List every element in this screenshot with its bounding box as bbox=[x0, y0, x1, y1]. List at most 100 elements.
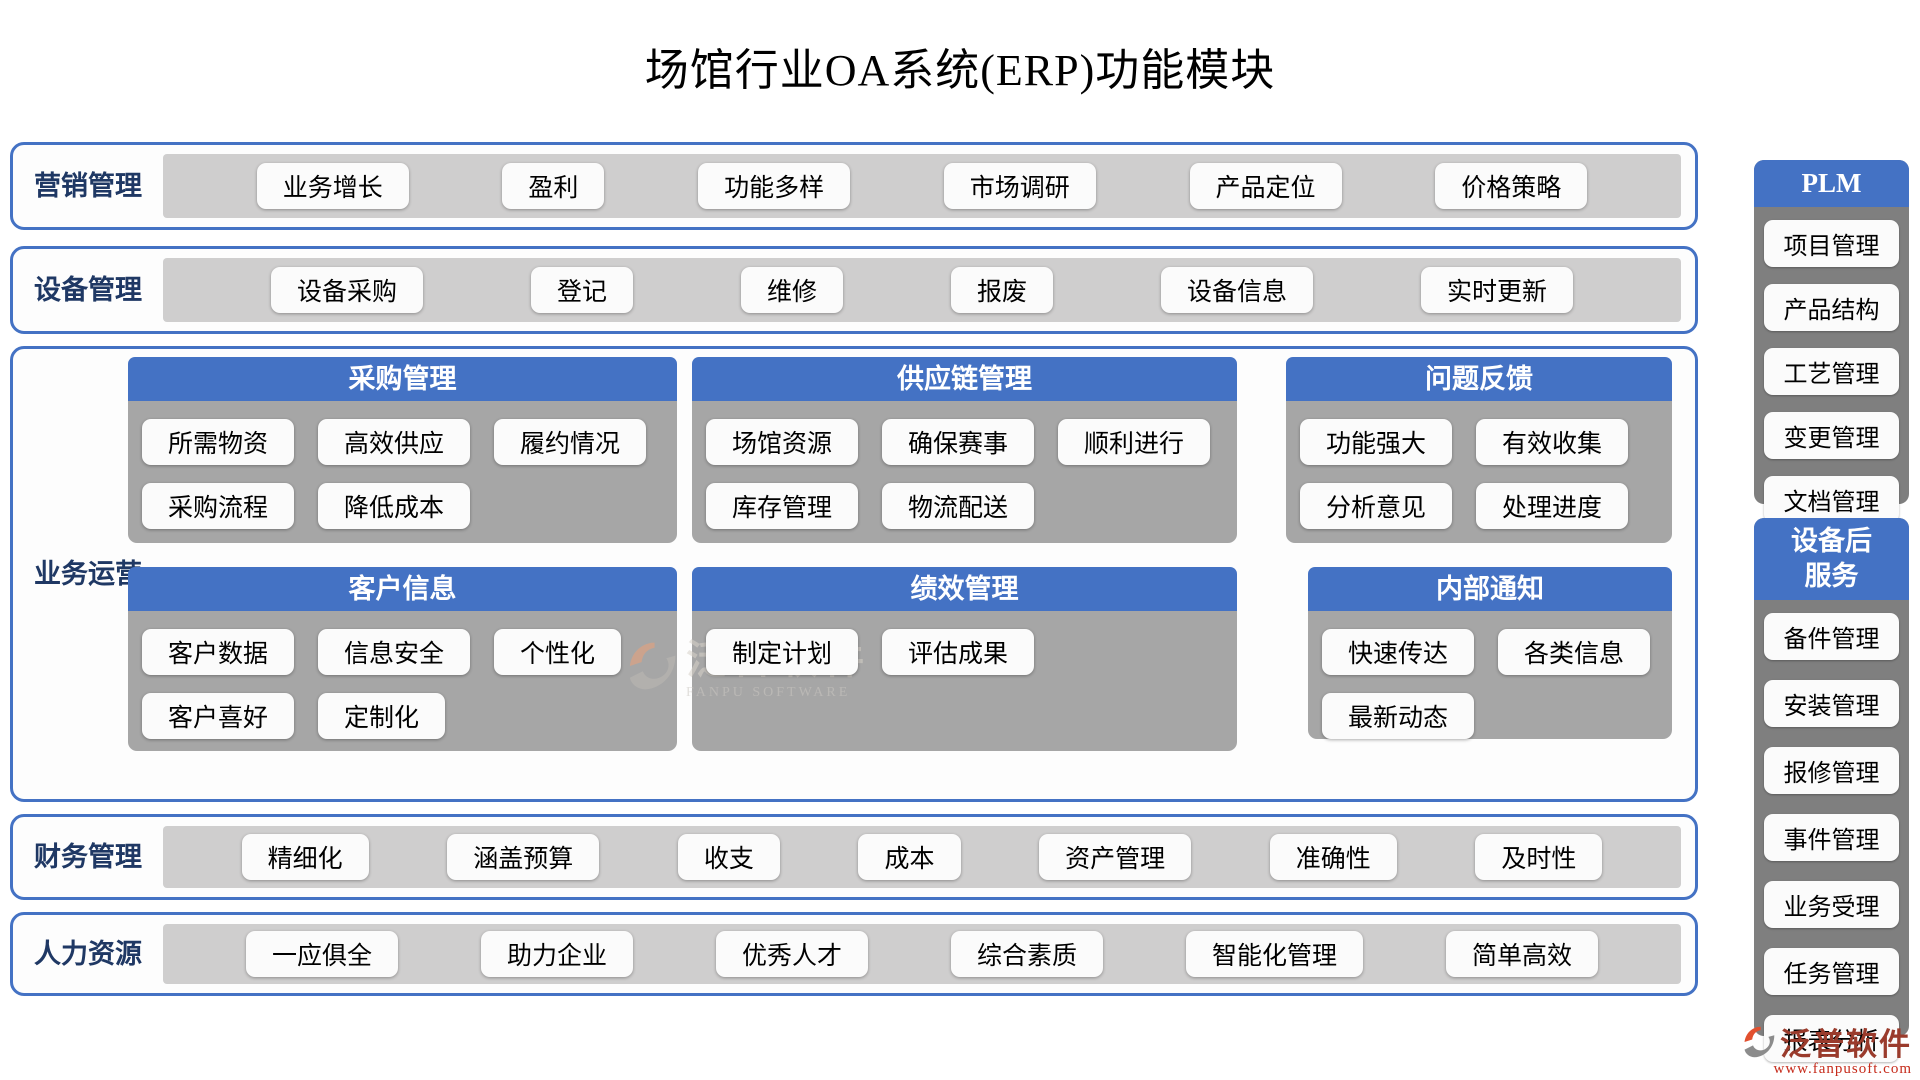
panel-supply-chain-management: 供应链管理 场馆资源 确保赛事 顺利进行 库存管理 物流配送 bbox=[692, 357, 1237, 543]
panel-title: 客户信息 bbox=[128, 567, 677, 611]
module-chip: 降低成本 bbox=[318, 483, 471, 529]
finance-management-row: 财务管理 精细化 涵盖预算 收支 成本 资产管理 准确性 及时性 bbox=[10, 814, 1698, 900]
module-chip: 客户喜好 bbox=[142, 693, 295, 739]
panel-body: 功能强大 有效收集 分析意见 处理进度 bbox=[1286, 401, 1672, 543]
module-chip: 个性化 bbox=[494, 629, 622, 675]
module-chip: 成本 bbox=[858, 834, 961, 880]
module-chip: 备件管理 bbox=[1764, 613, 1899, 661]
marketing-management-row: 营销管理 业务增长 盈利 功能多样 市场调研 产品定位 价格策略 bbox=[10, 142, 1698, 230]
plm-panel-title: PLM bbox=[1754, 160, 1909, 208]
after-service-title-line1: 设备后 bbox=[1791, 526, 1872, 556]
fanpu-swoosh-icon bbox=[1744, 1026, 1775, 1057]
module-chip: 制定计划 bbox=[706, 629, 859, 675]
module-chip: 市场调研 bbox=[943, 163, 1096, 209]
panel-title: 供应链管理 bbox=[692, 357, 1237, 401]
panel-internal-notice: 内部通知 快速传达 各类信息 最新动态 bbox=[1308, 567, 1672, 739]
module-chip: 变更管理 bbox=[1764, 412, 1899, 460]
after-service-panel-body: 备件管理 安装管理 报修管理 事件管理 业务受理 任务管理 报表分析 bbox=[1754, 600, 1909, 1075]
panel-procurement-management: 采购管理 所需物资 高效供应 履约情况 采购流程 降低成本 bbox=[128, 357, 677, 543]
module-chip: 及时性 bbox=[1475, 834, 1603, 880]
module-chip: 智能化管理 bbox=[1185, 931, 1363, 977]
fanpu-logo: 泛普软件 www.fanpusoft.com bbox=[1742, 1019, 1912, 1078]
module-chip: 文档管理 bbox=[1764, 476, 1899, 524]
panel-body: 所需物资 高效供应 履约情况 采购流程 降低成本 bbox=[128, 401, 677, 543]
module-chip: 高效供应 bbox=[318, 419, 471, 465]
equipment-strip: 设备采购 登记 维修 报废 设备信息 实时更新 bbox=[163, 258, 1681, 322]
module-chip: 功能强大 bbox=[1300, 419, 1453, 465]
module-chip: 工艺管理 bbox=[1764, 348, 1899, 396]
after-service-panel-title: 设备后 服务 bbox=[1754, 518, 1909, 601]
page-title: 场馆行业OA系统(ERP)功能模块 bbox=[644, 46, 1276, 95]
module-chip: 价格策略 bbox=[1435, 163, 1588, 209]
module-chip: 场馆资源 bbox=[706, 419, 859, 465]
module-chip: 顺利进行 bbox=[1058, 419, 1211, 465]
module-chip: 综合素质 bbox=[950, 931, 1103, 977]
module-chip: 涵盖预算 bbox=[447, 834, 600, 880]
panel-issue-feedback: 问题反馈 功能强大 有效收集 分析意见 处理进度 bbox=[1286, 357, 1672, 543]
module-chip: 信息安全 bbox=[318, 629, 471, 675]
module-chip: 各类信息 bbox=[1498, 629, 1651, 675]
module-chip: 库存管理 bbox=[706, 483, 859, 529]
module-chip: 快速传达 bbox=[1322, 629, 1475, 675]
module-chip: 所需物资 bbox=[142, 419, 295, 465]
module-chip: 简单高效 bbox=[1445, 931, 1598, 977]
module-chip: 准确性 bbox=[1269, 834, 1397, 880]
equipment-management-row: 设备管理 设备采购 登记 维修 报废 设备信息 实时更新 bbox=[10, 246, 1698, 334]
module-chip: 任务管理 bbox=[1764, 948, 1899, 996]
row-label-marketing: 营销管理 bbox=[34, 170, 142, 201]
marketing-strip: 业务增长 盈利 功能多样 市场调研 产品定位 价格策略 bbox=[163, 154, 1681, 218]
panel-customer-information: 客户信息 客户数据 信息安全 个性化 客户喜好 定制化 bbox=[128, 567, 677, 751]
panel-title: 采购管理 bbox=[128, 357, 677, 401]
module-chip: 处理进度 bbox=[1476, 483, 1629, 529]
module-chip: 采购流程 bbox=[142, 483, 295, 529]
module-chip: 一应俱全 bbox=[245, 931, 398, 977]
panel-title: 问题反馈 bbox=[1286, 357, 1672, 401]
module-chip: 设备采购 bbox=[270, 267, 423, 313]
row-label-business-operations: 业务运营 bbox=[34, 558, 142, 589]
panel-body: 场馆资源 确保赛事 顺利进行 库存管理 物流配送 bbox=[692, 401, 1237, 543]
module-chip: 安装管理 bbox=[1764, 680, 1899, 728]
module-chip: 报表分析 bbox=[1764, 1015, 1899, 1063]
panel-body: 制定计划 评估成果 bbox=[692, 611, 1237, 751]
module-chip: 分析意见 bbox=[1300, 483, 1453, 529]
module-chip: 精细化 bbox=[241, 834, 369, 880]
module-chip: 助力企业 bbox=[480, 931, 633, 977]
module-chip: 产品结构 bbox=[1764, 284, 1899, 332]
brand-name: 泛普软件 bbox=[1780, 1027, 1912, 1062]
row-label-finance: 财务管理 bbox=[34, 841, 142, 872]
panel-title: 内部通知 bbox=[1308, 567, 1672, 611]
panel-body: 快速传达 各类信息 最新动态 bbox=[1308, 611, 1672, 739]
module-chip: 优秀人才 bbox=[715, 931, 868, 977]
after-service-title-line2: 服务 bbox=[1804, 561, 1859, 592]
module-chip: 收支 bbox=[677, 834, 780, 880]
panel-title: 绩效管理 bbox=[692, 567, 1237, 611]
module-chip: 业务增长 bbox=[256, 163, 409, 209]
human-resources-row: 人力资源 一应俱全 助力企业 优秀人才 综合素质 智能化管理 简单高效 bbox=[10, 912, 1698, 996]
module-chip: 报废 bbox=[950, 267, 1053, 313]
module-chip: 实时更新 bbox=[1420, 267, 1573, 313]
row-label-hr: 人力资源 bbox=[34, 938, 142, 969]
module-chip: 客户数据 bbox=[142, 629, 295, 675]
module-chip: 产品定位 bbox=[1189, 163, 1342, 209]
module-chip: 盈利 bbox=[502, 163, 605, 209]
plm-panel-body: 项目管理 产品结构 工艺管理 变更管理 文档管理 bbox=[1754, 207, 1909, 536]
module-chip: 有效收集 bbox=[1476, 419, 1629, 465]
module-chip: 维修 bbox=[740, 267, 843, 313]
module-chip: 登记 bbox=[530, 267, 633, 313]
business-operations-section: 业务运营 采购管理 所需物资 高效供应 履约情况 采购流程 降低成本 供应链管理… bbox=[10, 346, 1698, 802]
module-chip: 事件管理 bbox=[1764, 814, 1899, 862]
module-chip: 设备信息 bbox=[1160, 267, 1313, 313]
module-chip: 业务受理 bbox=[1764, 881, 1899, 929]
module-chip: 确保赛事 bbox=[882, 419, 1035, 465]
module-chip: 履约情况 bbox=[494, 419, 647, 465]
module-chip: 功能多样 bbox=[698, 163, 851, 209]
finance-strip: 精细化 涵盖预算 收支 成本 资产管理 准确性 及时性 bbox=[163, 826, 1681, 888]
brand-url: www.fanpusoft.com bbox=[1773, 1061, 1912, 1077]
panel-performance-management: 绩效管理 制定计划 评估成果 bbox=[692, 567, 1237, 751]
module-chip: 物流配送 bbox=[882, 483, 1035, 529]
module-chip: 定制化 bbox=[318, 693, 446, 739]
hr-strip: 一应俱全 助力企业 优秀人才 综合素质 智能化管理 简单高效 bbox=[163, 924, 1681, 984]
module-chip: 评估成果 bbox=[882, 629, 1035, 675]
row-label-equipment: 设备管理 bbox=[34, 274, 142, 305]
module-chip: 报修管理 bbox=[1764, 747, 1899, 795]
